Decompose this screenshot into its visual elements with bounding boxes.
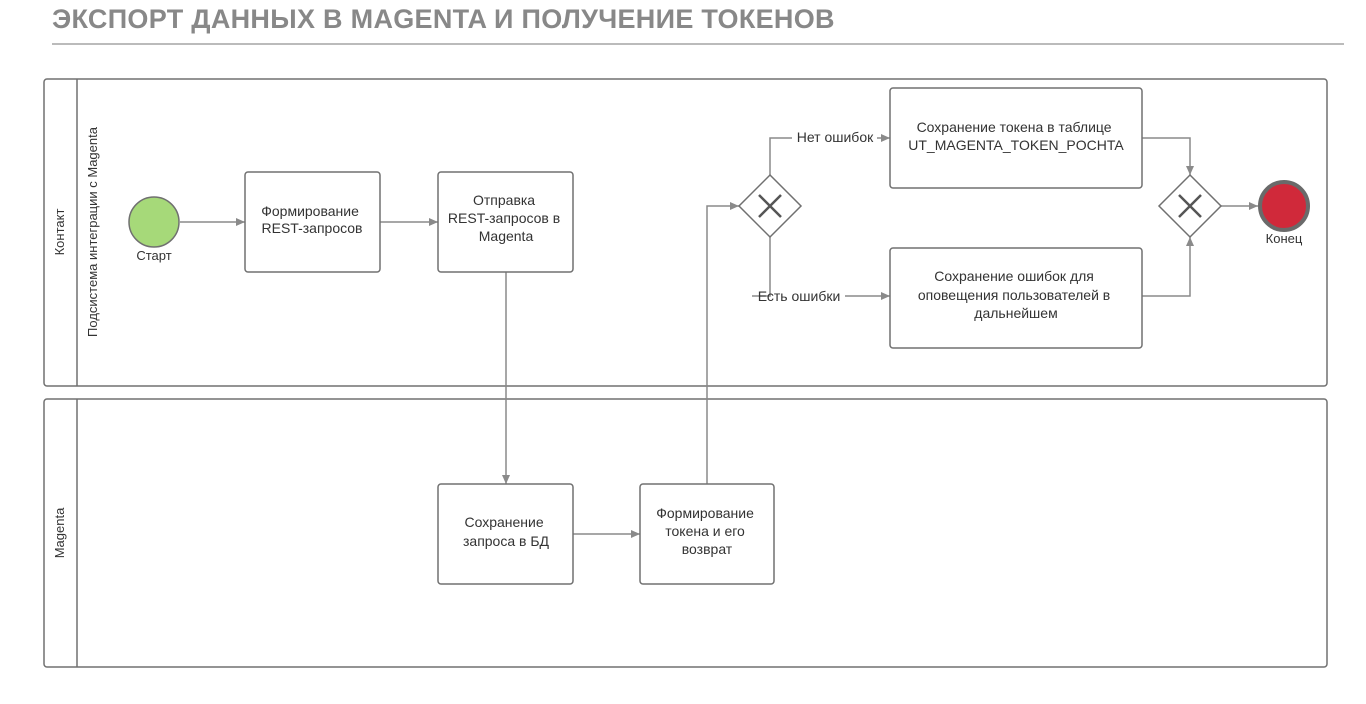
flow-has-errors bbox=[752, 237, 771, 297]
pool-label-contact: Контакт bbox=[52, 209, 67, 256]
start-event-circle bbox=[128, 196, 180, 248]
task-save-errors[interactable] bbox=[889, 247, 1143, 349]
task-form-rest[interactable] bbox=[244, 171, 381, 273]
task-form-token[interactable] bbox=[639, 483, 775, 585]
tasks bbox=[244, 87, 1143, 585]
end-event-circle bbox=[1258, 180, 1310, 232]
pool-label-magenta: Magenta bbox=[52, 507, 67, 558]
task-labels: Формирование REST-запросов Отправка REST… bbox=[261, 119, 1124, 557]
task-form-token-label: Формирование токена и его возврат bbox=[656, 505, 758, 557]
x-icon bbox=[1178, 194, 1202, 218]
flow-save-token-to-merge bbox=[1142, 137, 1194, 175]
flow-no-errors bbox=[769, 137, 792, 175]
task-save-request-label: Сохранение запроса в БД bbox=[463, 514, 550, 549]
flow-label-has-errors: Есть ошибки bbox=[758, 288, 841, 304]
task-save-token-label: Сохранение токена в таблице UT_MAGENTA_T… bbox=[908, 119, 1124, 153]
task-save-token[interactable] bbox=[889, 87, 1143, 189]
start-event-label: Старт bbox=[136, 248, 171, 263]
end-event-label: Конец bbox=[1266, 231, 1303, 246]
task-save-request[interactable] bbox=[437, 483, 574, 585]
task-send-rest-label: Отправка REST-запросов в Magenta bbox=[448, 192, 564, 244]
diagram-title: ЭКСПОРТ ДАННЫХ В MAGENTA И ПОЛУЧЕНИЕ ТОК… bbox=[52, 4, 835, 34]
gateway-merge[interactable] bbox=[1157, 173, 1223, 239]
task-form-rest-label: Формирование REST-запросов bbox=[261, 203, 363, 236]
start-event[interactable]: Старт bbox=[128, 196, 180, 263]
end-event[interactable]: Конец bbox=[1258, 180, 1310, 246]
gateway-split[interactable] bbox=[737, 173, 803, 239]
x-icon bbox=[758, 194, 782, 218]
task-send-rest[interactable] bbox=[437, 171, 574, 273]
sequence-flows bbox=[180, 134, 1258, 538]
task-save-errors-label: Сохранение ошибок для оповещения пользов… bbox=[918, 268, 1114, 321]
flow-save-errors-to-merge bbox=[1142, 237, 1194, 297]
flow-label-no-errors: Нет ошибок bbox=[797, 129, 874, 145]
lane-label-integration: Подсистема интеграции с Magenta bbox=[85, 126, 100, 337]
flow-form-token-to-gateway bbox=[706, 202, 739, 484]
